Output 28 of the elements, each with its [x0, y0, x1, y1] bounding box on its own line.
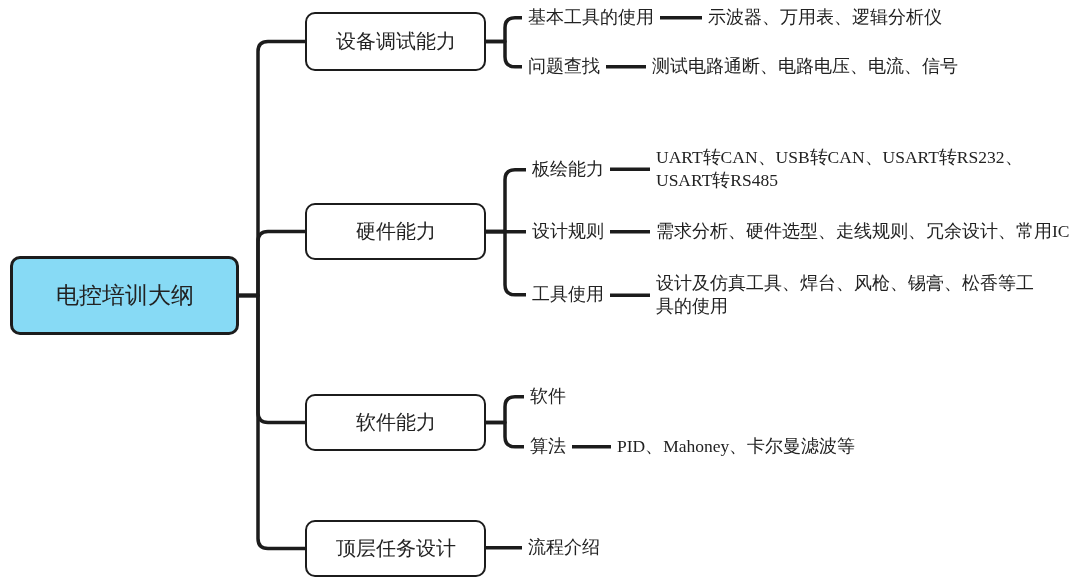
detail-text: 测试电路通断、电路电压、电流、信号: [646, 55, 964, 79]
subtopic-text: 软件: [524, 385, 572, 409]
detail-text: 示波器、万用表、逻辑分析仪: [702, 6, 948, 30]
connector-line: [486, 230, 526, 234]
connector-line: [606, 65, 646, 69]
subtopic-text: 问题查找: [522, 55, 606, 79]
connector-line: [486, 546, 522, 550]
connector-line: [610, 293, 650, 297]
subtopic-text: 算法: [524, 435, 572, 459]
subtopic-text: 工具使用: [526, 283, 610, 307]
root-topic-box: 电控培训大纲: [10, 256, 239, 335]
subtopic-text: 板绘能力: [526, 158, 610, 182]
detail-text: 设计及仿真工具、焊台、风枪、锡膏、松香等工具的使用: [650, 271, 1050, 319]
topic-box: 软件能力: [305, 394, 486, 451]
subtopic-text: 设计规则: [526, 220, 610, 244]
connector-line: [610, 167, 650, 171]
subtopic-text: 基本工具的使用: [522, 6, 660, 30]
connector-line: [239, 293, 305, 551]
topic-box: 硬件能力: [305, 203, 486, 260]
detail-text: UART转CAN、USB转CAN、USART转RS232、USART转RS485: [650, 145, 1060, 193]
connector-line: [572, 445, 611, 449]
topic-box: 设备调试能力: [305, 12, 486, 71]
detail-text: 需求分析、硬件选型、走线规则、冗余设计、常用IC: [650, 220, 1076, 244]
subtopic-text: 流程介绍: [522, 536, 606, 560]
topic-box: 顶层任务设计: [305, 520, 486, 577]
connector-line: [610, 230, 650, 234]
detail-text: PID、Mahoney、卡尔曼滤波等: [611, 435, 862, 459]
connector-line: [660, 16, 702, 20]
